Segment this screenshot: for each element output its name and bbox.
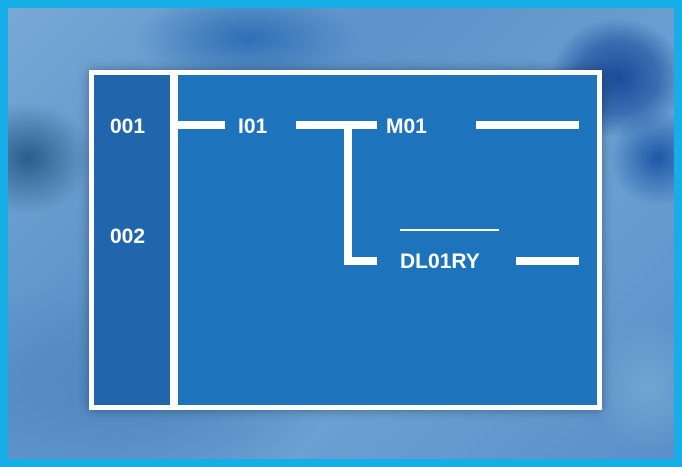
wire-branch-vertical: [344, 121, 352, 265]
coil-m01-label: M01: [386, 115, 427, 138]
line-number-001: 001: [110, 115, 146, 138]
wire-m01-out: [476, 121, 579, 129]
wire-rail-to-i01: [178, 121, 225, 129]
wire-i01-to-m01: [296, 121, 377, 129]
negation-bar: [400, 229, 499, 231]
line-number-002: 002: [110, 225, 146, 248]
wire-branch-to-dl01ry: [344, 257, 377, 265]
wire-dl01ry-out: [516, 257, 579, 265]
power-rail: [170, 75, 178, 405]
line-number-column: [94, 75, 170, 405]
output-dl01ry-label: DL01RY: [400, 250, 480, 273]
ladder-diagram-panel: 001 002 I01 M01 DL01RY: [89, 70, 602, 410]
contact-i01-label: I01: [238, 115, 268, 138]
